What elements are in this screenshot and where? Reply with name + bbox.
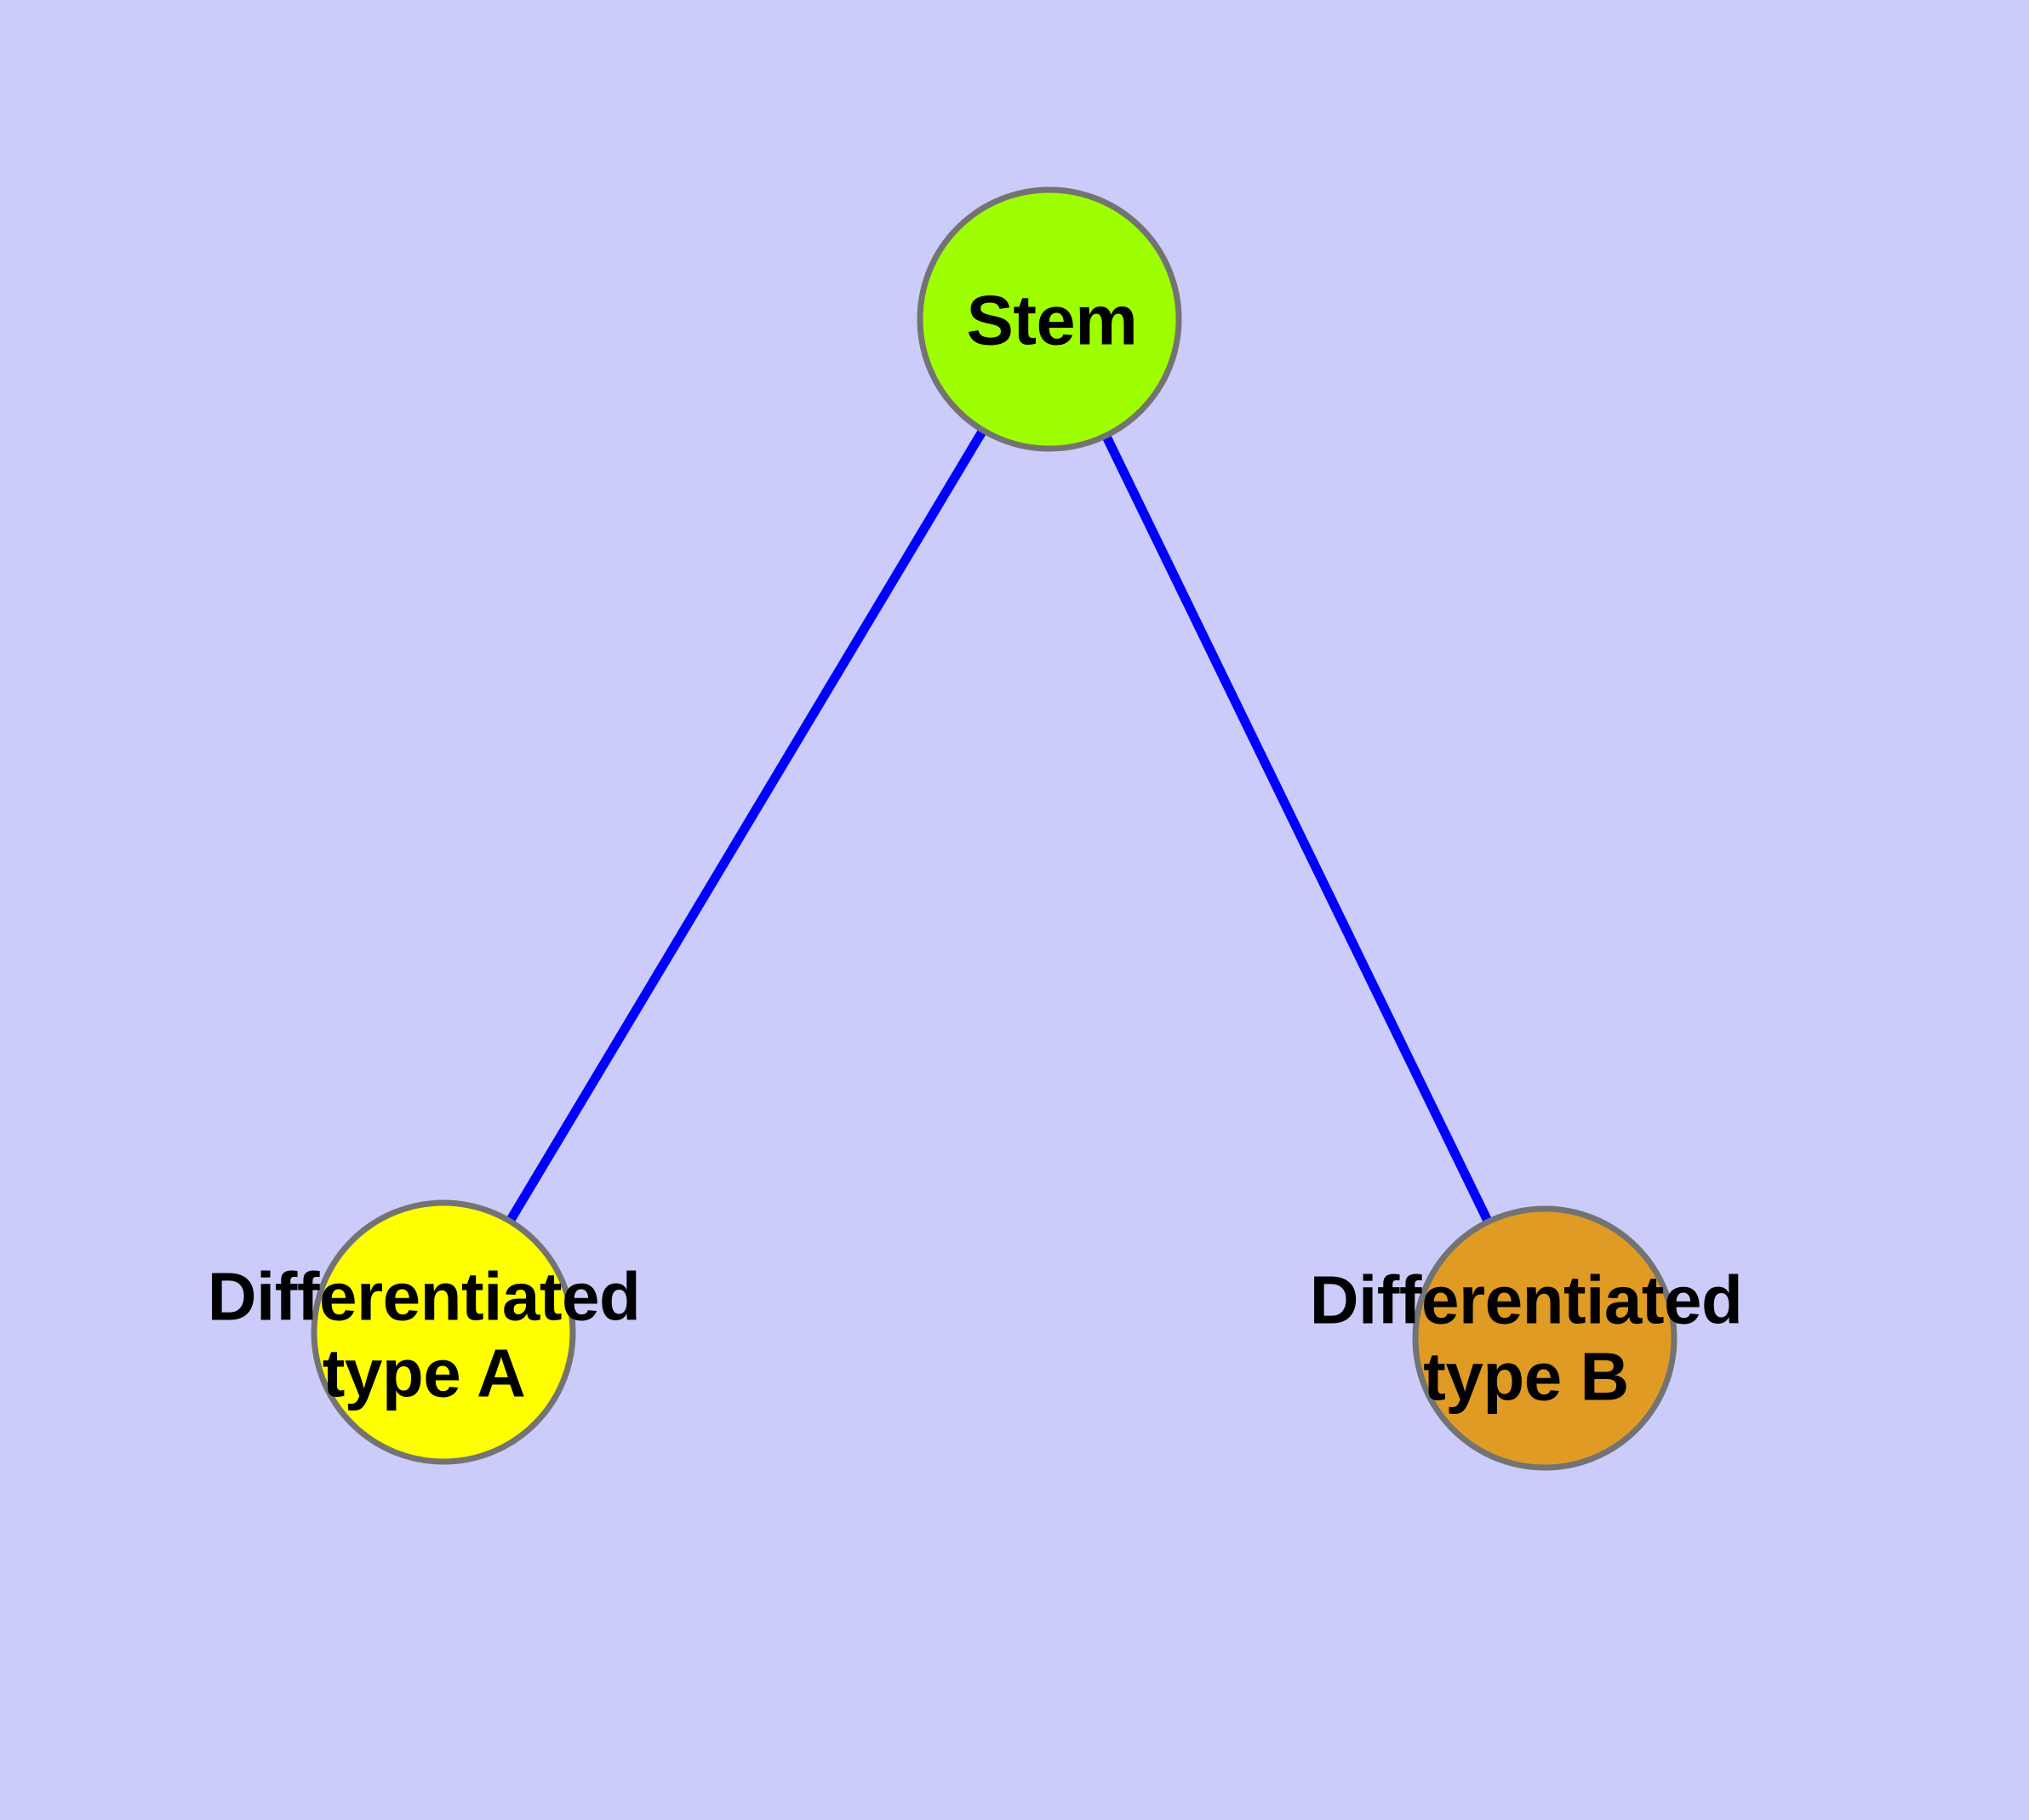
edge-stem-to-diff-a[interactable] [439,317,1054,1335]
node-circle-diff-b[interactable] [1412,1205,1677,1471]
nodes-layer [311,186,1677,1471]
node-circle-diff-a[interactable] [311,1199,576,1465]
edges-layer [439,317,1549,1341]
edge-stem-to-diff-b[interactable] [1045,317,1549,1341]
node-circle-stem[interactable] [917,186,1182,452]
